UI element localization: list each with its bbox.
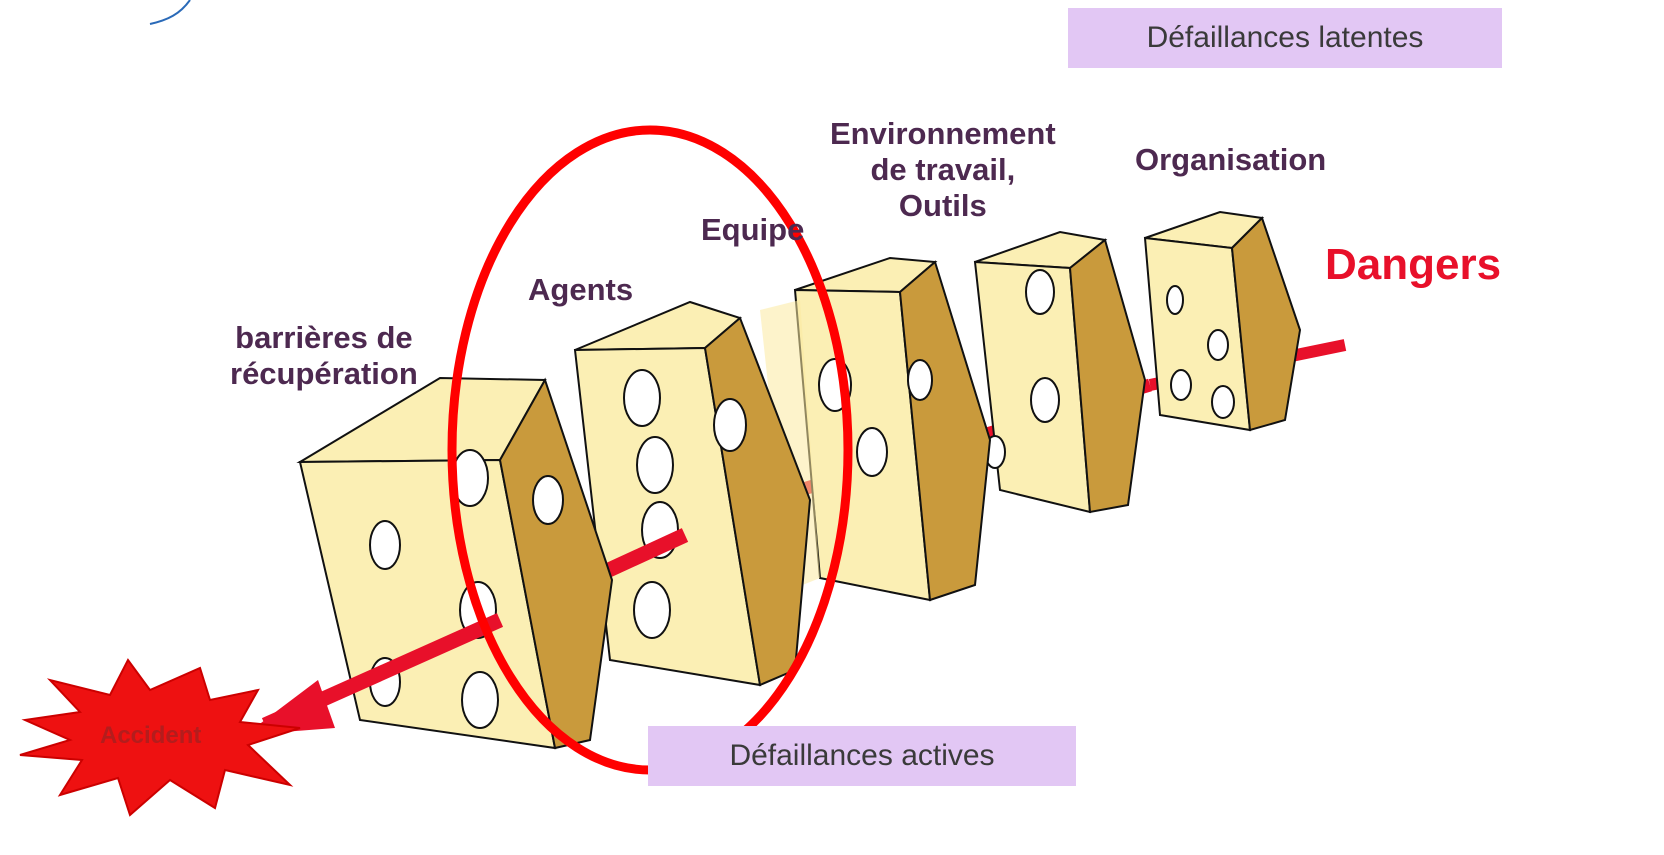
environment-label-line: Environnement — [830, 116, 1056, 152]
cheese-slice-organisation — [1145, 212, 1300, 430]
agents-label: Agents — [528, 272, 633, 308]
barriers-label: barrières de récupération — [230, 320, 418, 392]
latent-failures-box: Défaillances latentes — [1068, 8, 1502, 68]
environment-label: Environnement de travail, Outils — [830, 116, 1056, 224]
organisation-label: Organisation — [1135, 142, 1326, 178]
accident-label: Accident — [100, 722, 201, 750]
barriers-label-line: barrières de — [230, 320, 418, 356]
team-label: Equipe — [701, 212, 804, 248]
environment-label-line: de travail, — [830, 152, 1056, 188]
active-failures-box: Défaillances actives — [648, 726, 1076, 786]
corner-curve — [150, 0, 190, 24]
barriers-label-line: récupération — [230, 356, 418, 392]
dangers-label: Dangers — [1325, 240, 1501, 290]
cheese-slice-environment — [975, 232, 1145, 512]
environment-label-line: Outils — [830, 188, 1056, 224]
